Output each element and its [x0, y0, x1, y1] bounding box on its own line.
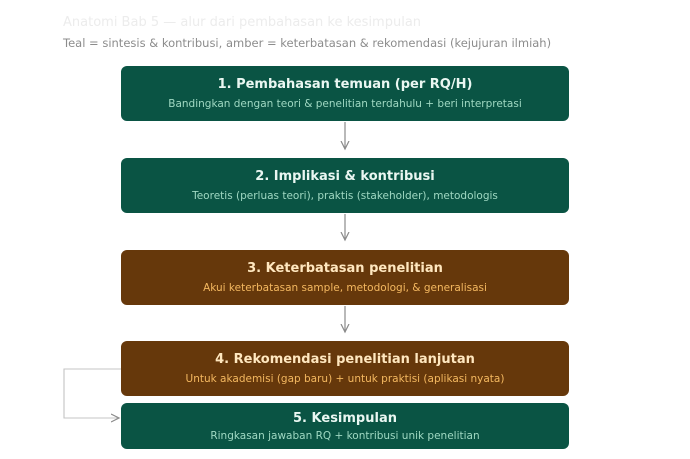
- step-3-subtitle: Akui keterbatasan sample, metodologi, & …: [203, 282, 487, 294]
- step-4-subtitle: Untuk akademisi (gap baru) + untuk prakt…: [185, 373, 505, 385]
- step-1-subtitle: Bandingkan dengan teori & penelitian ter…: [168, 98, 522, 110]
- step-2-box: 2. Implikasi & kontribusi Teoretis (perl…: [121, 158, 569, 213]
- loop-arrow-4-to-5: [63, 368, 121, 418]
- step-1-box: 1. Pembahasan temuan (per RQ/H) Bandingk…: [121, 66, 569, 121]
- step-5-title: 5. Kesimpulan: [293, 410, 397, 426]
- step-3-box: 3. Keterbatasan penelitian Akui keterbat…: [121, 250, 569, 305]
- color-legend-text: Teal = sintesis & kontribusi, amber = ke…: [63, 36, 552, 50]
- step-1-title: 1. Pembahasan temuan (per RQ/H): [217, 77, 473, 92]
- step-2-subtitle: Teoretis (perluas teori), praktis (stake…: [192, 190, 498, 202]
- diagram-title: Anatomi Bab 5 — alur dari pembahasan ke …: [63, 15, 422, 30]
- step-5-box: 5. Kesimpulan Ringkasan jawaban RQ + kon…: [121, 403, 569, 449]
- step-3-title: 3. Keterbatasan penelitian: [247, 261, 443, 276]
- step-2-title: 2. Implikasi & kontribusi: [255, 169, 435, 184]
- step-4-box: 4. Rekomendasi penelitian lanjutan Untuk…: [121, 341, 569, 396]
- step-5-subtitle: Ringkasan jawaban RQ + kontribusi unik p…: [210, 429, 480, 442]
- step-4-title: 4. Rekomendasi penelitian lanjutan: [215, 352, 475, 367]
